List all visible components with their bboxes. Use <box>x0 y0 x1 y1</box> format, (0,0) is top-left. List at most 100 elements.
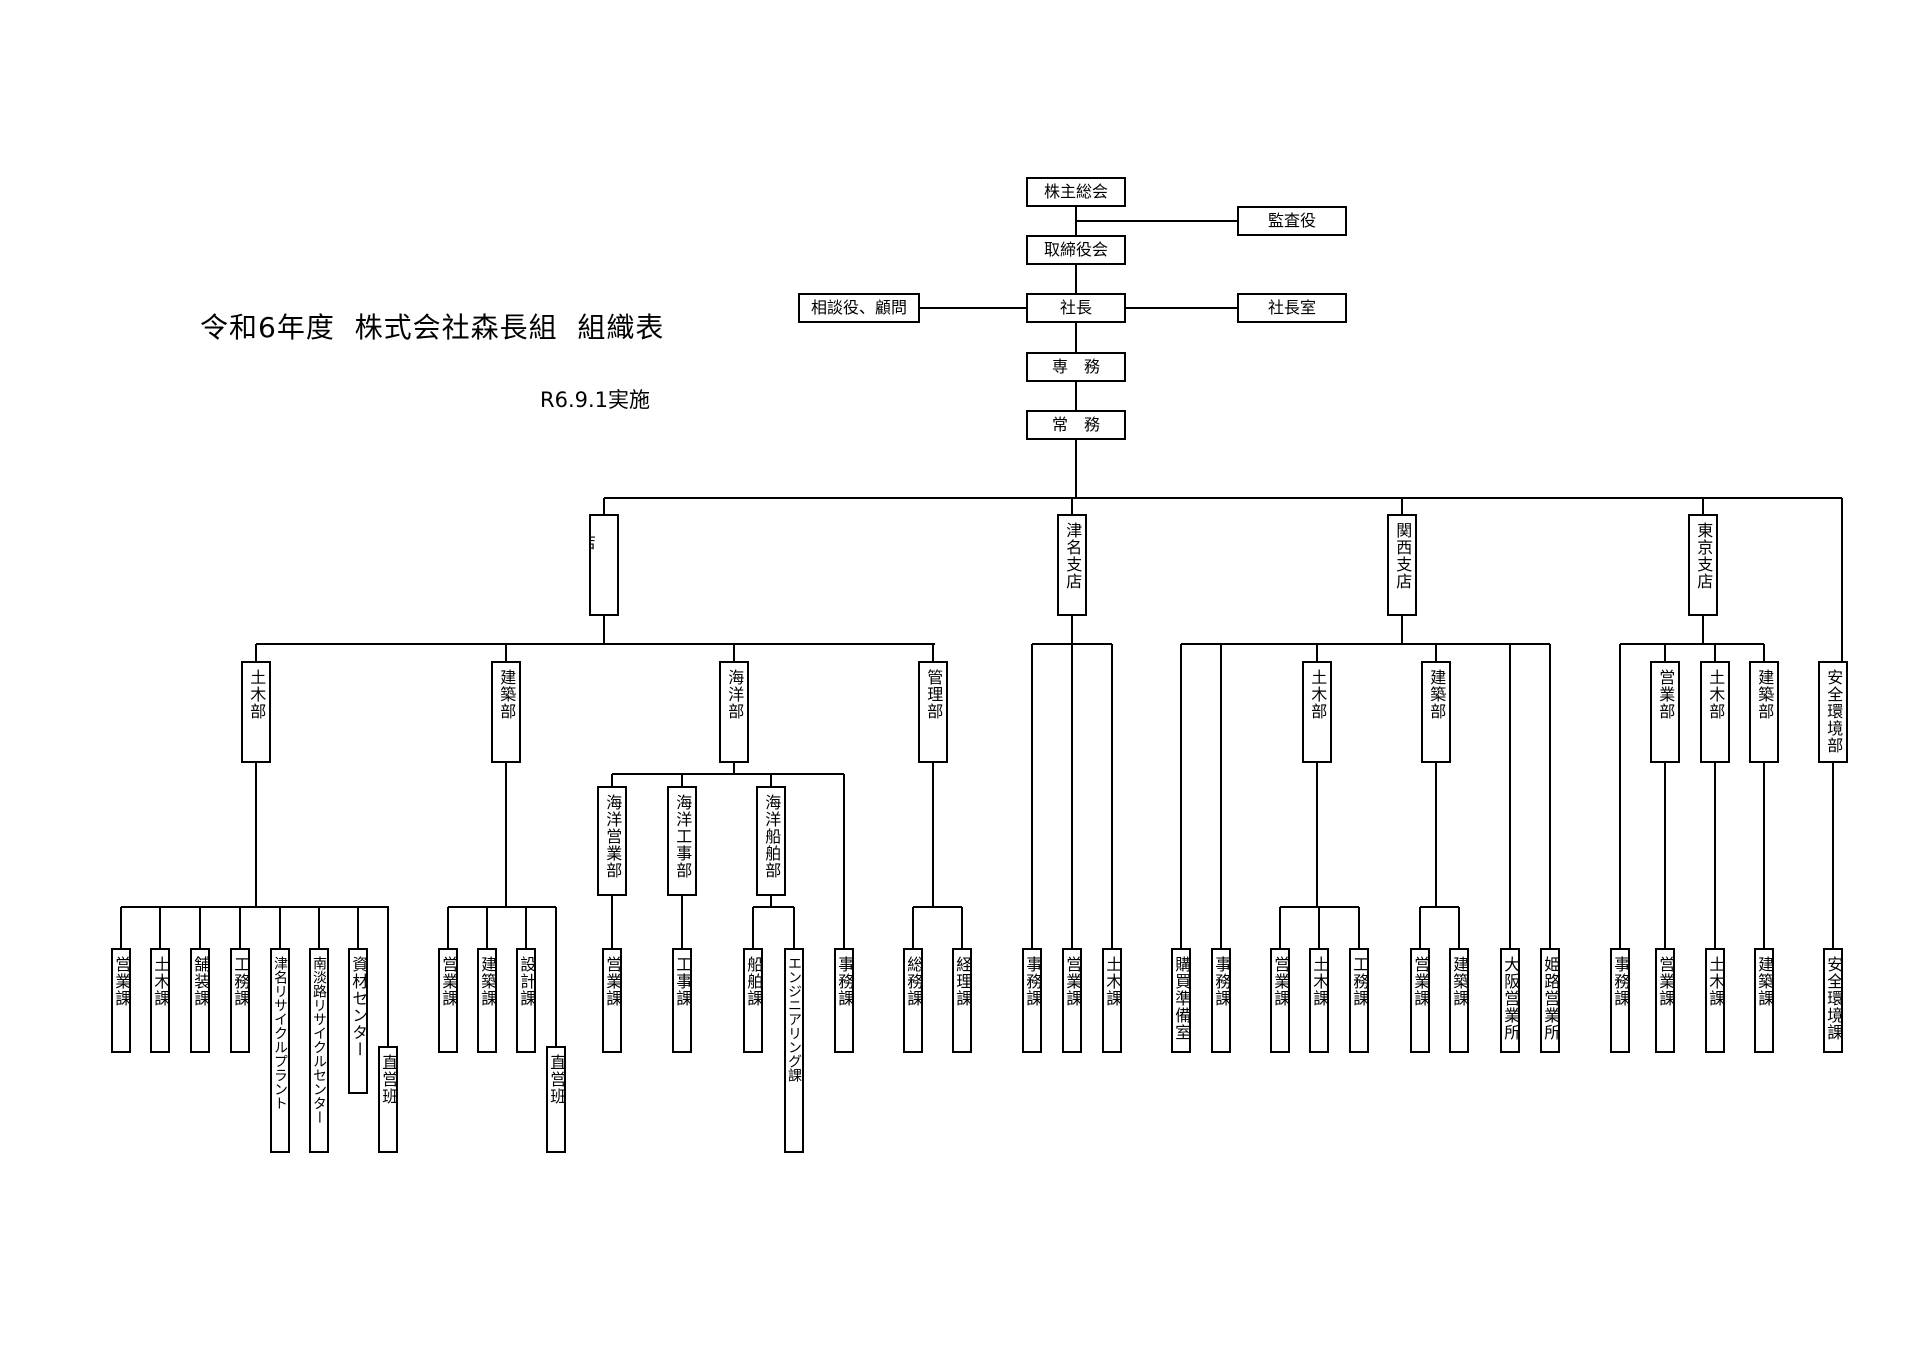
box-d-tsuna-recycle: 津名リサイクルプラント <box>270 948 290 1153</box>
box-label: 土木部 <box>1308 669 1328 720</box>
box-tokyo-eigyo-bu: 営業部 <box>1650 661 1680 763</box>
box-ke-eigyo: 営業課 <box>602 948 622 1053</box>
effective-date: R6.9.1実施 <box>540 388 651 412</box>
box-label: 社長 <box>1059 297 1092 317</box>
box-ka-osaka: 大阪営業所 <box>1500 948 1520 1053</box>
box-label: 設計課 <box>517 956 536 1007</box>
box-d-komu: 工務課 <box>230 948 250 1053</box>
box-d-chokuei: 直営班 <box>378 1046 398 1153</box>
box-label: 海洋船舶部 <box>762 794 782 879</box>
box-kansa: 監査役 <box>1237 206 1347 236</box>
box-tokyo-doboku-bu: 土木部 <box>1700 661 1730 763</box>
box-label: 購買準備室 <box>1172 956 1191 1041</box>
box-label: 営業課 <box>1411 956 1430 1007</box>
box-label: 土木課 <box>1706 956 1725 1007</box>
box-kak-eigyo: 営業課 <box>1410 948 1430 1053</box>
box-an-ka: 安全環境課 <box>1823 948 1843 1053</box>
box-label: 事務課 <box>1023 956 1042 1007</box>
box-label: 土木課 <box>1310 956 1329 1007</box>
box-label: 本 店 <box>589 534 619 551</box>
box-anzen-bu: 安全環境部 <box>1818 661 1848 763</box>
box-toe-eigyo: 営業課 <box>1655 948 1675 1053</box>
box-label: 建築部 <box>497 669 517 720</box>
box-kak-kenchiku: 建築課 <box>1449 948 1469 1053</box>
box-label: 営業課 <box>1063 956 1082 1007</box>
box-t-jimu: 事務課 <box>1022 948 1042 1053</box>
box-senmu: 専 務 <box>1026 352 1126 382</box>
box-label: 姫路営業所 <box>1541 956 1560 1041</box>
box-label: 安全環境部 <box>1824 669 1844 754</box>
box-label: 船舶課 <box>744 956 763 1007</box>
box-hq-doboku: 土木部 <box>241 661 271 763</box>
box-hq-kenchiku: 建築部 <box>491 661 521 763</box>
box-label: 営業課 <box>1271 956 1290 1007</box>
box-label: 専 務 <box>1051 356 1100 376</box>
box-label: 経理課 <box>953 956 972 1007</box>
box-jomu: 常 務 <box>1026 410 1126 440</box>
box-label: 津名支店 <box>1063 522 1083 590</box>
box-label: 事務課 <box>835 956 854 1007</box>
box-shachoshitsu: 社長室 <box>1237 293 1347 323</box>
box-label: 管理部 <box>924 669 944 720</box>
box-shacho: 社長 <box>1026 293 1126 323</box>
box-label: 営業課 <box>603 956 622 1007</box>
box-label: 大阪営業所 <box>1501 956 1520 1041</box>
box-tod-doboku: 土木課 <box>1705 948 1725 1053</box>
box-label: 直営班 <box>547 1054 566 1105</box>
box-m-somu: 総務課 <box>903 948 923 1053</box>
box-k-eigyo: 営業課 <box>438 948 458 1053</box>
box-label: 相談役、顧問 <box>810 297 907 317</box>
box-label: 資材センター <box>349 956 368 1058</box>
box-to-jimu: 事務課 <box>1610 948 1630 1053</box>
box-hq-kaiyo: 海洋部 <box>719 661 749 763</box>
box-d-hoso: 舗装課 <box>190 948 210 1053</box>
box-label: 東京支店 <box>1694 522 1714 590</box>
box-label: 関西支店 <box>1393 522 1413 590</box>
box-k-sekkei: 設計課 <box>516 948 536 1053</box>
box-ka-himeji: 姫路営業所 <box>1540 948 1560 1053</box>
box-label: 総務課 <box>904 956 923 1007</box>
box-tokyo: 東京支店 <box>1688 514 1718 616</box>
box-m-keiri: 経理課 <box>952 948 972 1053</box>
box-kad-eigyo: 営業課 <box>1270 948 1290 1053</box>
box-kad-komu: 工務課 <box>1349 948 1369 1053</box>
box-label: 舗装課 <box>191 956 210 1007</box>
box-label: 工務課 <box>1350 956 1369 1007</box>
box-label: 事務課 <box>1611 956 1630 1007</box>
box-label: 海洋部 <box>725 669 745 720</box>
box-label: 工事課 <box>673 956 692 1007</box>
box-d-doboku: 土木課 <box>150 948 170 1053</box>
box-label: 工務課 <box>231 956 250 1007</box>
box-kad-doboku: 土木課 <box>1309 948 1329 1053</box>
box-label: 建築部 <box>1755 669 1775 720</box>
box-tokyo-kenchiku-bu: 建築部 <box>1749 661 1779 763</box>
box-kansai-doboku-bu: 土木部 <box>1302 661 1332 763</box>
box-label: 津名リサイクルプラント <box>272 956 289 1110</box>
box-d-eigyo: 営業課 <box>111 948 131 1053</box>
box-kaiyo-jimu: 事務課 <box>834 948 854 1053</box>
box-label: 土木部 <box>247 669 267 720</box>
box-t-eigyo: 営業課 <box>1062 948 1082 1053</box>
box-label: 土木課 <box>151 956 170 1007</box>
page-title: 令和6年度 株式会社森長組 組織表 <box>200 311 665 344</box>
box-label: 営業課 <box>112 956 131 1007</box>
box-kaiyo-senpaku: 海洋船舶部 <box>756 786 786 896</box>
box-tok-kenchiku: 建築課 <box>1754 948 1774 1053</box>
box-label: 建築課 <box>478 956 497 1007</box>
box-kaiyo-eigyo: 海洋営業部 <box>597 786 627 896</box>
box-kabunushi: 株主総会 <box>1026 177 1126 207</box>
box-label: 土木部 <box>1706 669 1726 720</box>
box-label: 営業部 <box>1656 669 1676 720</box>
box-label: 南淡路リサイクルセンター <box>311 956 328 1124</box>
box-label: 建築課 <box>1755 956 1774 1007</box>
box-label: 株主総会 <box>1043 181 1108 201</box>
box-label: 海洋営業部 <box>603 794 623 879</box>
box-ka-jimu: 事務課 <box>1211 948 1231 1053</box>
box-kaiyo-koji: 海洋工事部 <box>667 786 697 896</box>
box-label: 社長室 <box>1267 297 1316 317</box>
box-ka-konyu: 購買準備室 <box>1171 948 1191 1053</box>
box-label: 土木課 <box>1103 956 1122 1007</box>
box-label: 取締役会 <box>1043 239 1108 259</box>
box-label: 安全環境課 <box>1824 956 1843 1041</box>
box-label: 営業課 <box>439 956 458 1007</box>
